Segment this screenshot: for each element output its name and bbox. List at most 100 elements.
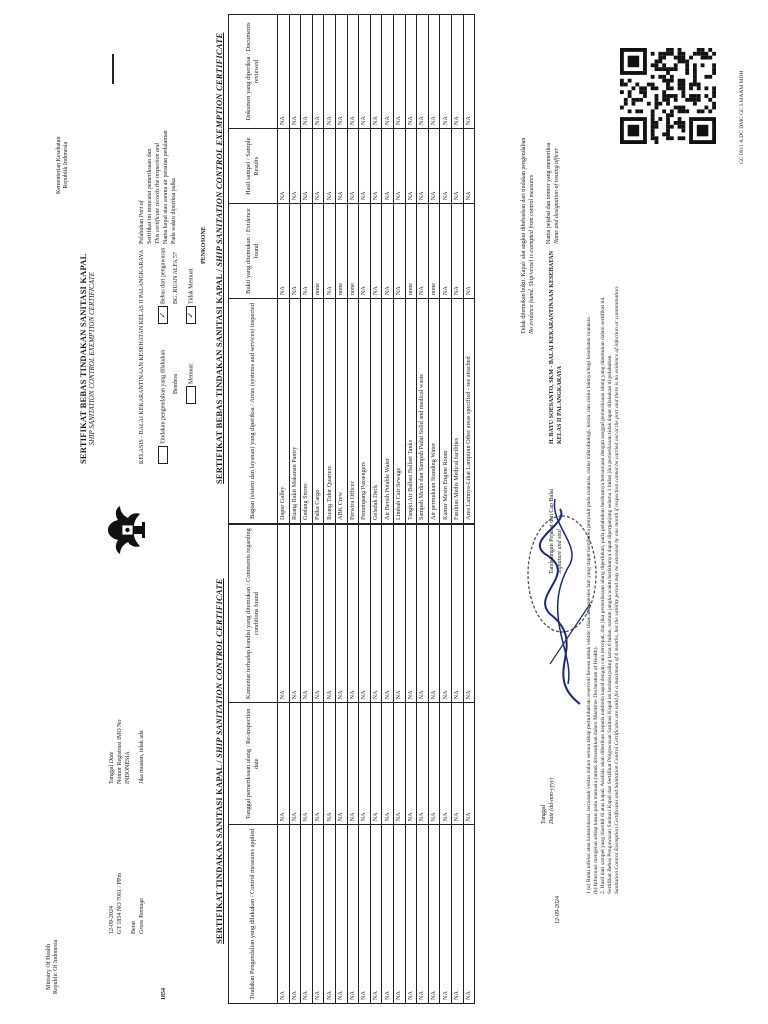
cell-sample: NA: [289, 128, 301, 204]
cell-sample: NA: [381, 128, 394, 204]
cell-comment: NA: [439, 524, 452, 703]
exempt-checkbox[interactable]: ✓: [158, 306, 168, 324]
inspection-table-left: Bagian (sistem dan layanan) yang diperik…: [228, 14, 475, 524]
cell-sample: NA: [451, 128, 463, 204]
cell-evidence: NA: [451, 203, 463, 299]
cell-comment: NA: [416, 524, 429, 703]
cell-area: Fasilitas Medis Medical facilities: [451, 298, 463, 524]
status-row: ✓Bebas dari pengawasan: [158, 248, 168, 324]
col-control-measures: Tindakan Pengendalian yang dilakukan / C…: [228, 824, 278, 1004]
cell-sample: NA: [405, 128, 417, 204]
name-label: Nama kapal atau sarana air perairan peda…: [163, 130, 169, 244]
cell-area: Perwira Officer: [347, 298, 359, 524]
cell-area: Air Bersih Potable Water: [381, 298, 394, 524]
not-loaded-checkbox[interactable]: ✓: [186, 306, 196, 324]
footer-date-value: 12-09-2024: [555, 896, 561, 924]
control-checkbox[interactable]: [158, 446, 168, 464]
cell-docs: NA: [358, 14, 371, 129]
cell-reinspection: NA: [300, 702, 313, 825]
cell-evidence: none: [405, 203, 417, 299]
note-4: Sertifikat Bebas Pengawasan Sanitasi Kap…: [607, 354, 613, 894]
fields-block: Pelabuhan Port of Sertifikat ini mencata…: [138, 14, 178, 244]
ministry-left: Kementerian Kesehatan Republik Indonesia: [56, 137, 70, 194]
cell-comment: NA: [358, 524, 371, 703]
no-evidence-statement: Tidak ditemukan bukti. Kapal/ alat angku…: [520, 138, 536, 334]
loaded-checkbox[interactable]: [186, 386, 196, 404]
cell-reinspection: NA: [463, 702, 475, 825]
cell-sample: NA: [312, 128, 324, 204]
cargo-label: Jika muatan, tidak ada: [139, 730, 145, 784]
cell-comment: NA: [347, 524, 359, 703]
cell-sample: NA: [323, 128, 336, 204]
qr-code: [620, 48, 716, 144]
no-evidence-en: No evidence found. Ship/vessel is exempt…: [529, 174, 535, 334]
cell-control: NA: [405, 824, 417, 1004]
cell-area: Dapur Galley: [277, 298, 290, 524]
port-label: Pelabuhan: [139, 219, 145, 244]
cell-sample: NA: [428, 128, 440, 204]
cell-area: Geladak Deck: [370, 298, 382, 524]
tonnage-label: Berat: [131, 921, 137, 934]
date-label: Tanggal: [109, 764, 115, 784]
officer-label-id: Nama pejabat dan nomor yang memeriksa: [546, 142, 552, 244]
cell-sample: NA: [347, 128, 359, 204]
cell-evidence: NA: [289, 203, 301, 299]
cell-comment: NA: [405, 524, 417, 703]
date-value: 12-09-2024: [109, 906, 115, 934]
no-evidence-id: Tidak ditemukan bukti. Kapal/ alat angku…: [521, 137, 527, 334]
cell-control: NA: [277, 824, 290, 1004]
cell-docs: NA: [463, 14, 475, 129]
margin-mark: [112, 54, 114, 84]
cell-control: NA: [370, 824, 382, 1004]
cell-docs: NA: [347, 14, 359, 129]
flag-value: INDONESIA: [125, 751, 131, 784]
cell-evidence: NA: [439, 203, 452, 299]
right-section-title: SERTIFIKAT TINDAKAN SANITASI KAPAL / SHI…: [214, 578, 224, 944]
cell-sample: NA: [463, 128, 475, 204]
cell-evidence: none: [428, 203, 440, 299]
cell-comment: NA: [277, 524, 290, 703]
right-fields: Tanggal Date Nomor Registrasi IMO No IND…: [108, 564, 146, 785]
cell-comment: NA: [335, 524, 348, 703]
cell-reinspection: NA: [347, 702, 359, 825]
cell-evidence: NA: [277, 203, 290, 299]
footer-date-label: Tanggal: [541, 804, 547, 824]
cell-control: NA: [347, 824, 359, 1004]
cell-comment: NA: [451, 524, 463, 703]
cell-control: NA: [323, 824, 336, 1004]
cell-control: NA: [393, 824, 406, 1004]
cell-reinspection: NA: [323, 702, 336, 825]
cert-label: Nomor Registrasi IMO No: [117, 719, 123, 785]
cell-reinspection: NA: [289, 702, 301, 825]
table-row: Area Lainnya-Lihat Lampiran Other areas …: [463, 14, 475, 524]
time-label: Pada waktu diperiksa palka: [171, 178, 177, 244]
tonnage-number: 1854: [161, 988, 167, 1000]
cell-docs: NA: [439, 14, 452, 129]
cell-reinspection: NA: [439, 702, 452, 825]
cell-docs: NA: [393, 14, 406, 129]
cell-reinspection: NA: [358, 702, 371, 825]
status-row-3: ✓Tidak Memuat: [186, 269, 196, 324]
cell-sample: NA: [358, 128, 371, 204]
left-section-title: SERTIFIKAT BEBAS TINDAKAN SANITASI KAPAL…: [214, 32, 224, 484]
cell-evidence: NA: [323, 203, 336, 299]
cell-control: NA: [289, 824, 301, 1004]
cell-comment: NA: [463, 524, 475, 703]
cell-area: Kamar Mesin Engine Room: [439, 298, 452, 524]
status-row-4: Memuat: [186, 364, 196, 404]
